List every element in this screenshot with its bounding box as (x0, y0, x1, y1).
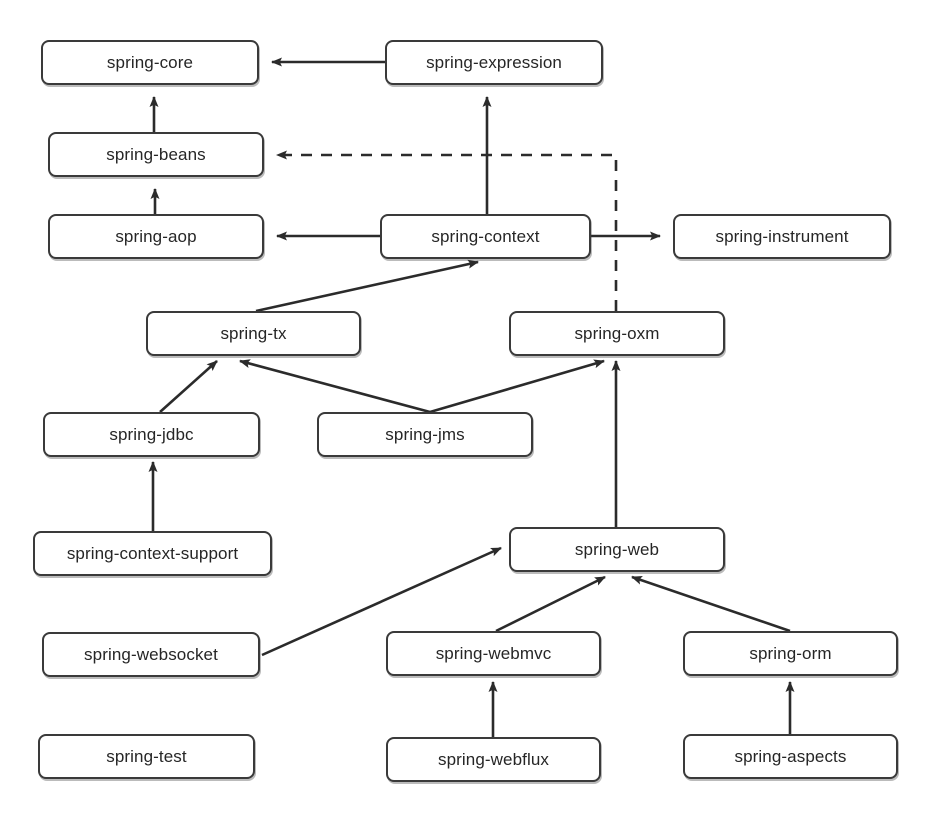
node-label-spring-webmvc: spring-webmvc (435, 644, 552, 663)
node-label-spring-core: spring-core (106, 53, 194, 72)
node-spring-jdbc[interactable]: spring-jdbc (43, 412, 260, 457)
node-spring-expression[interactable]: spring-expression (385, 40, 603, 85)
edge-spring-oxm-to-spring-beans (276, 150, 618, 311)
node-spring-context-support[interactable]: spring-context-support (33, 531, 272, 576)
node-spring-oxm[interactable]: spring-oxm (509, 311, 725, 356)
node-label-spring-jms: spring-jms (385, 425, 465, 444)
edge-spring-webmvc-to-spring-web (495, 575, 606, 633)
node-spring-tx[interactable]: spring-tx (146, 311, 361, 356)
node-spring-context[interactable]: spring-context (380, 214, 591, 259)
edge-spring-jdbc-to-spring-tx (159, 360, 218, 413)
node-label-spring-web: spring-web (574, 540, 660, 559)
edge-spring-tx-to-spring-context (255, 259, 479, 313)
node-spring-beans[interactable]: spring-beans (48, 132, 264, 177)
node-spring-web[interactable]: spring-web (509, 527, 725, 572)
node-spring-instrument[interactable]: spring-instrument (673, 214, 891, 259)
node-label-spring-tx: spring-tx (220, 324, 287, 343)
node-spring-webmvc[interactable]: spring-webmvc (386, 631, 601, 676)
node-label-spring-orm: spring-orm (749, 644, 832, 663)
node-spring-aop[interactable]: spring-aop (48, 214, 264, 259)
node-label-spring-jdbc: spring-jdbc (109, 425, 194, 444)
edge-spring-jms-to-spring-tx (239, 359, 431, 414)
node-label-spring-oxm: spring-oxm (574, 324, 660, 343)
node-label-spring-aspects: spring-aspects (734, 747, 847, 766)
node-label-spring-beans: spring-beans (106, 145, 206, 164)
node-spring-orm[interactable]: spring-orm (683, 631, 898, 676)
node-spring-test[interactable]: spring-test (38, 734, 255, 779)
node-spring-aspects[interactable]: spring-aspects (683, 734, 898, 779)
node-spring-core[interactable]: spring-core (41, 40, 259, 85)
node-label-spring-context: spring-context (431, 227, 540, 246)
node-label-spring-expression: spring-expression (426, 53, 562, 72)
node-label-spring-context-support: spring-context-support (66, 544, 239, 563)
edge-spring-websocket-to-spring-web (261, 546, 502, 657)
node-label-spring-test: spring-test (106, 747, 187, 766)
edge-spring-orm-to-spring-web (631, 575, 791, 633)
node-spring-jms[interactable]: spring-jms (317, 412, 533, 457)
node-label-spring-webflux: spring-webflux (437, 750, 549, 769)
node-spring-webflux[interactable]: spring-webflux (386, 737, 601, 782)
edge-spring-jms-to-spring-oxm (429, 359, 605, 414)
node-label-spring-websocket: spring-websocket (84, 645, 218, 664)
edges-group (148, 57, 795, 737)
node-spring-websocket[interactable]: spring-websocket (42, 632, 260, 677)
node-label-spring-instrument: spring-instrument (715, 227, 849, 246)
node-label-spring-aop: spring-aop (115, 227, 197, 246)
